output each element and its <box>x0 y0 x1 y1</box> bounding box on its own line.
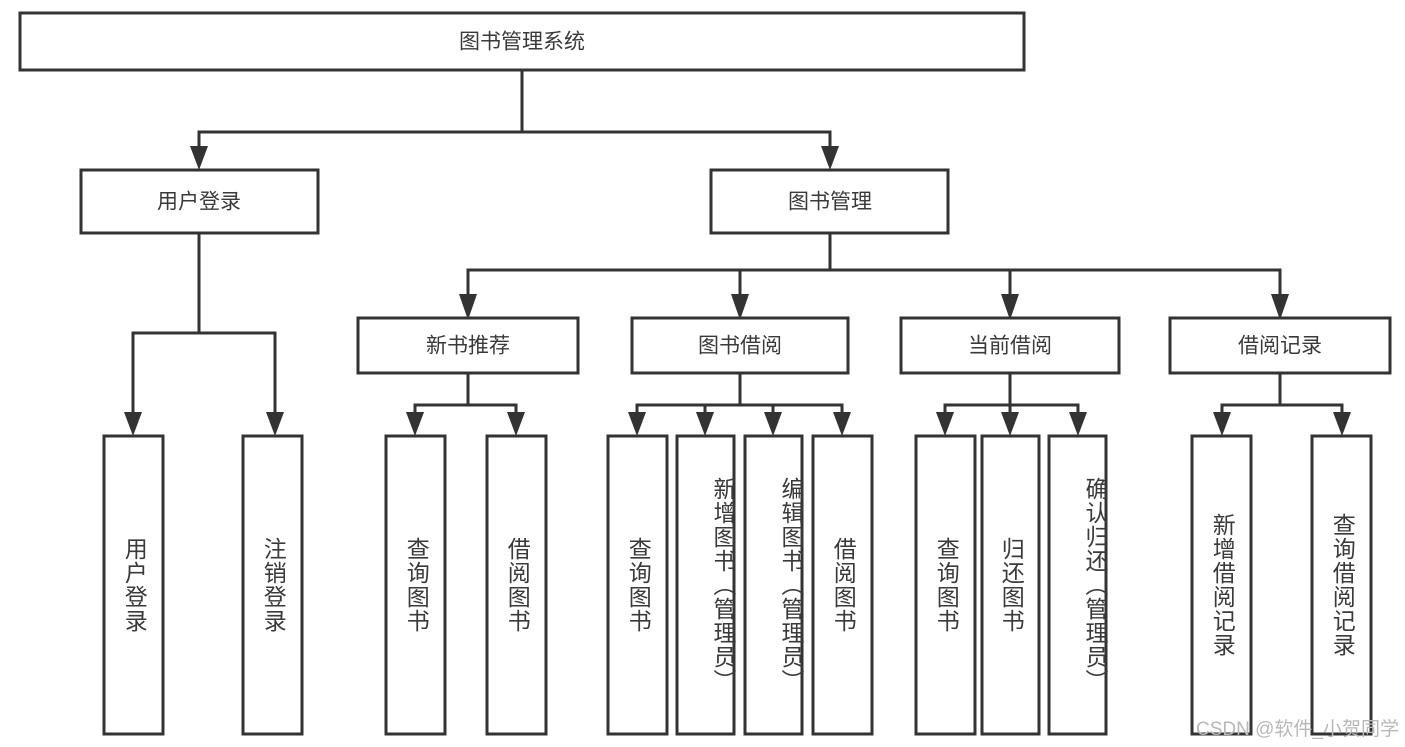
arrow-user-login-leaf-1 <box>266 412 284 436</box>
arrow-book-borrow-leaf-0 <box>628 412 646 436</box>
node-borrow-record[interactable] <box>1168 316 1392 375</box>
node-leaf-book-borrow-0[interactable] <box>606 434 669 736</box>
node-root-label: 图书管理系统 <box>459 31 585 54</box>
node-leaf-book-borrow-3[interactable] <box>811 434 874 736</box>
arrow-book-borrow-leaf-3 <box>833 412 851 436</box>
arrow-book-mgmt-to-l3-3 <box>1271 294 1289 320</box>
arrow-book-mgmt-to-l3-0 <box>459 294 477 320</box>
arrow-book-borrow-leaf-1 <box>696 412 714 436</box>
node-book-borrow-label: 图书借阅 <box>698 335 782 358</box>
arrow-borrow-record-leaf-1 <box>1333 412 1351 436</box>
arrow-new-book-leaf-0 <box>406 412 424 436</box>
node-leaf-current-borrow-0[interactable] <box>914 434 977 736</box>
node-leaf-current-borrow-2[interactable] <box>1047 434 1108 736</box>
node-new-book-recommend[interactable] <box>356 316 580 375</box>
node-leaf-borrow-record-1[interactable] <box>1310 434 1373 736</box>
arrow-user-login-leaf-0 <box>124 412 142 436</box>
arrow-borrow-record-leaf-0 <box>1213 412 1231 436</box>
node-root[interactable] <box>18 11 1026 72</box>
node-leaf-user-login-1[interactable] <box>241 434 304 736</box>
arrow-book-mgmt-to-l3-1 <box>731 294 749 320</box>
node-leaf-book-borrow-2[interactable] <box>743 434 804 736</box>
arrow-root-to-user-login <box>190 146 208 170</box>
node-new-book-recommend-label: 新书推荐 <box>426 335 510 358</box>
node-leaf-new-book-0[interactable] <box>384 434 447 736</box>
arrow-root-to-book-mgmt <box>821 146 839 170</box>
node-layer: 图书管理系统 用户登录 图书管理 新书推荐 图书借阅 当前借阅 借阅记录 <box>18 11 1392 736</box>
node-leaf-book-borrow-1[interactable] <box>675 434 736 736</box>
node-book-management-label: 图书管理 <box>788 191 872 214</box>
arrow-new-book-leaf-1 <box>507 412 525 436</box>
arrow-current-borrow-leaf-0 <box>936 412 954 436</box>
node-borrow-record-label: 借阅记录 <box>1238 335 1322 358</box>
node-book-management[interactable] <box>709 168 950 235</box>
node-leaf-user-login-0[interactable] <box>102 434 165 736</box>
arrow-current-borrow-leaf-2 <box>1069 412 1087 436</box>
node-leaf-new-book-1[interactable] <box>485 434 548 736</box>
arrow-current-borrow-leaf-1 <box>1001 412 1019 436</box>
arrow-book-borrow-leaf-2 <box>764 412 782 436</box>
connector-layer <box>124 68 1351 436</box>
arrow-book-mgmt-to-l3-2 <box>1001 294 1019 320</box>
node-leaf-current-borrow-1[interactable] <box>980 434 1041 736</box>
node-book-borrow[interactable] <box>630 316 850 375</box>
csdn-watermark: CSDN @软件_小贺同学 <box>1196 719 1399 740</box>
node-leaf-borrow-record-0[interactable] <box>1190 434 1253 736</box>
node-user-login[interactable] <box>79 168 320 235</box>
node-current-borrow[interactable] <box>899 316 1121 375</box>
node-current-borrow-label: 当前借阅 <box>968 335 1052 358</box>
node-user-login-label: 用户登录 <box>157 191 241 214</box>
